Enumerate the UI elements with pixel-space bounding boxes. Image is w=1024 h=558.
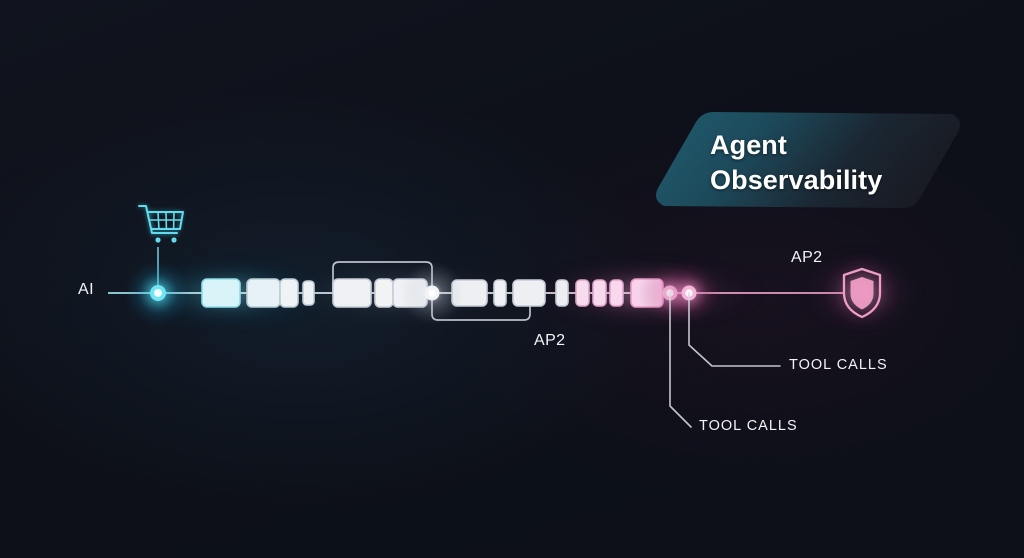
shield-icon	[828, 256, 896, 328]
timeline-span[interactable]	[201, 278, 241, 308]
timeline-span[interactable]	[512, 279, 546, 307]
timeline-span[interactable]	[302, 280, 315, 306]
timeline-span[interactable]	[279, 278, 299, 308]
timeline-span[interactable]	[246, 278, 281, 308]
agent-observability-banner: Agent Observability	[652, 108, 964, 212]
banner-shape	[656, 112, 960, 208]
callout-leader-lower	[669, 292, 692, 428]
banner-title-line1: Agent	[710, 130, 787, 160]
timeline-span[interactable]	[575, 279, 590, 307]
timeline-span[interactable]	[493, 279, 507, 307]
banner-title: Agent Observability	[710, 128, 960, 198]
timeline-span[interactable]	[332, 278, 372, 308]
banner-title-line2: Observability	[710, 165, 883, 196]
timeline-span[interactable]	[592, 279, 607, 307]
timeline-span[interactable]	[609, 279, 624, 307]
timeline-span[interactable]	[374, 278, 394, 308]
callout-leader-upper	[688, 292, 781, 367]
timeline-span[interactable]	[555, 279, 569, 307]
branch-node[interactable]	[400, 261, 464, 325]
shopping-cart-icon	[138, 205, 184, 243]
origin-node[interactable]	[124, 259, 192, 327]
timeline-node-layer	[124, 259, 721, 327]
